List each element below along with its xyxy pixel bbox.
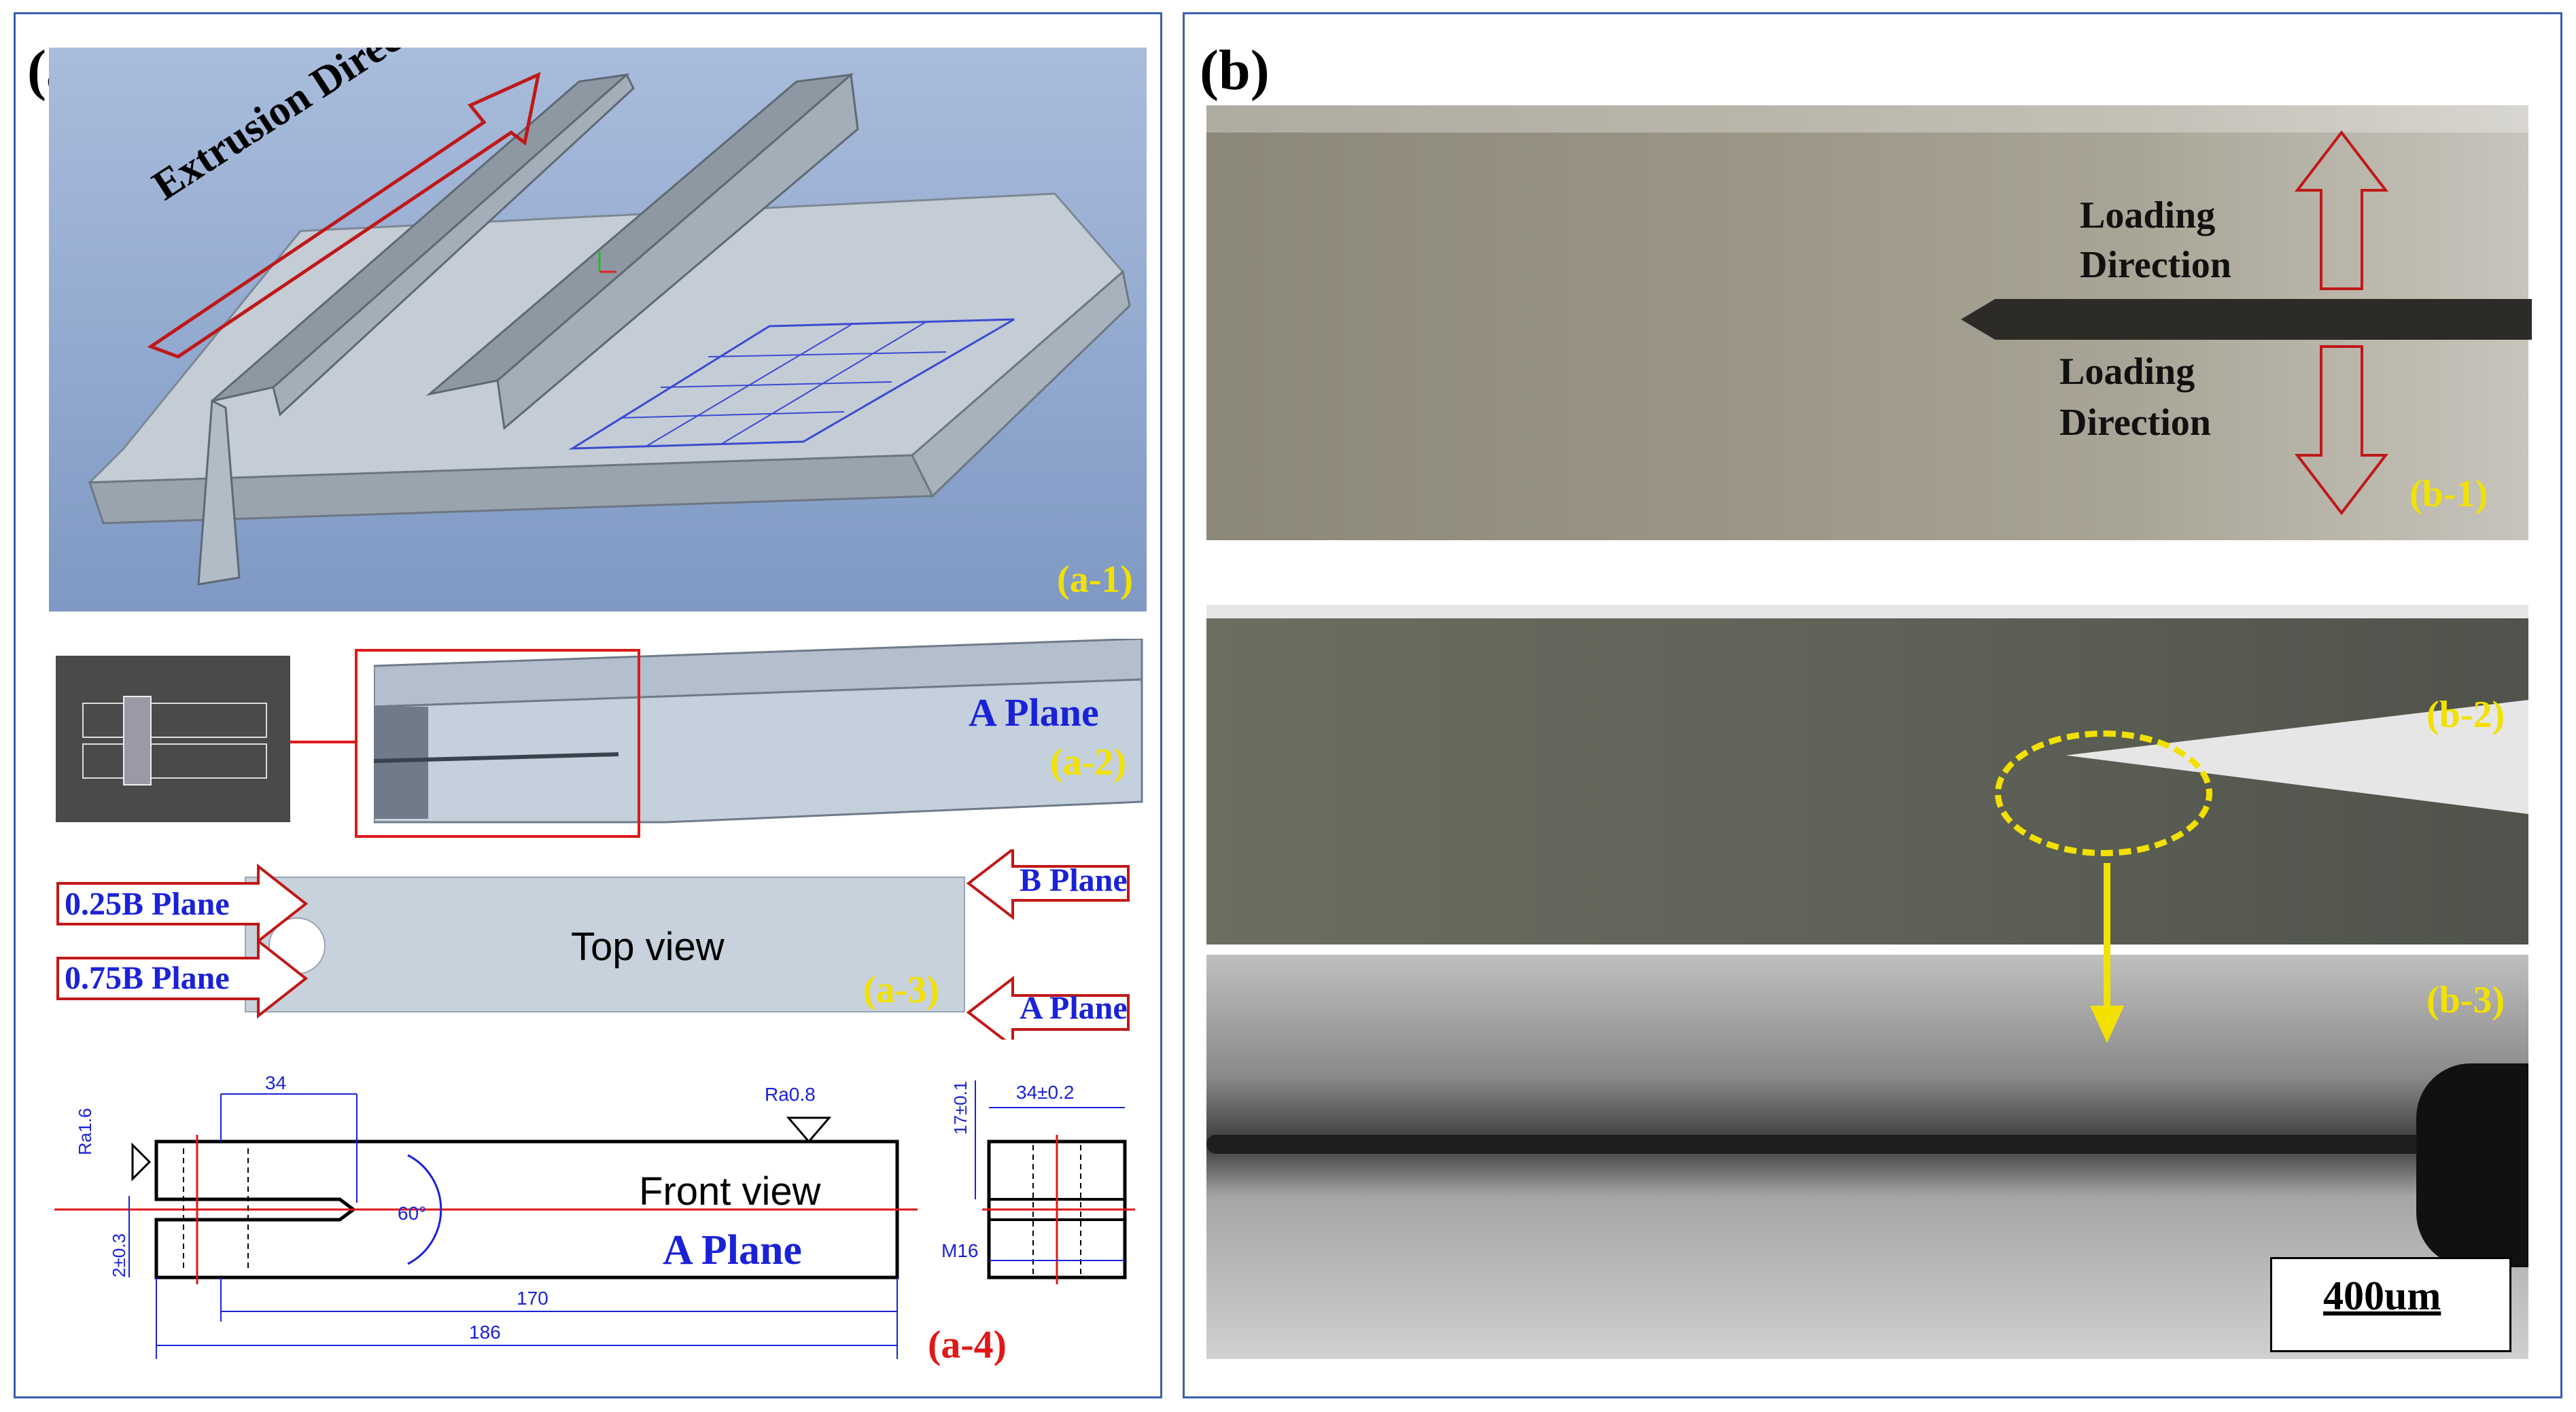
thumbnail-wireframe	[82, 696, 267, 786]
arrow-075b-text: 0.75B Plane	[65, 960, 230, 996]
dim-17: 17±0.1	[950, 1080, 971, 1135]
dim-ra16: Ra1.6	[75, 1108, 95, 1155]
dim-34: 34	[265, 1072, 287, 1093]
a4-plane-text: A Plane	[663, 1227, 802, 1273]
arrow-025b-text: 0.25B Plane	[65, 886, 230, 922]
label-a3: (a-3)	[863, 969, 939, 1011]
label-a4: (a-4)	[928, 1322, 1007, 1366]
dim-ra08: Ra0.8	[765, 1084, 816, 1105]
top-view-text: Top view	[571, 925, 725, 969]
label-b3: (b-3)	[2426, 979, 2505, 1021]
photo-b1-top-fade	[1206, 105, 2528, 133]
front-view-drawing	[54, 1080, 1135, 1359]
zoom-arrow	[2090, 863, 2124, 1043]
cad-render-a1: Extrusion Direction (a-1)	[49, 48, 1147, 612]
top-view-bar	[245, 877, 965, 1012]
loading-arrows	[2294, 130, 2389, 516]
dim-186: 186	[469, 1322, 501, 1343]
load-top-line1: Loading	[2080, 194, 2216, 236]
highlight-ellipse	[1995, 730, 2212, 856]
dim-2: 2±0.3	[109, 1233, 129, 1277]
notch-slit	[1961, 299, 2532, 340]
label-b1: (b-1)	[2409, 473, 2488, 515]
scale-bar-box: 400um	[2270, 1257, 2511, 1352]
photo-b2	[1206, 605, 2528, 945]
label-a1: (a-1)	[1057, 559, 1133, 601]
a2-plane-text: A Plane	[969, 690, 1099, 735]
load-bot-line2: Direction	[2059, 402, 2211, 444]
scale-bar-text: 400um	[2323, 1273, 2441, 1318]
specimen-3d-drawing	[374, 639, 1143, 824]
specimen-b2	[1206, 618, 2528, 945]
red-zoom-box	[355, 649, 640, 838]
load-top-line2: Direction	[2080, 244, 2231, 286]
dim-170: 170	[517, 1288, 549, 1309]
label-b2: (b-2)	[2426, 694, 2505, 736]
label-a2: (a-2)	[1050, 741, 1126, 783]
left-plane-arrows	[56, 863, 309, 1019]
dim-60: 60°	[398, 1203, 427, 1224]
right-plane-arrows	[966, 849, 1130, 1040]
arrow-a-plane-text: A Plane	[1020, 990, 1128, 1026]
extrusion-profile-drawing	[87, 71, 1131, 586]
dim-m16: M16	[941, 1240, 979, 1261]
load-bot-line1: Loading	[2059, 351, 2195, 393]
inset-thumbnail	[56, 656, 290, 822]
panel-b-label: (b)	[1200, 39, 1270, 102]
front-view-text: Front view	[639, 1169, 821, 1214]
panel-b-frame	[1183, 12, 2562, 1398]
arrow-b-plane-text: B Plane	[1020, 862, 1128, 898]
connector-line	[290, 741, 355, 743]
panel-a-frame	[14, 12, 1162, 1398]
dark-region	[2416, 1063, 2528, 1267]
crack-line	[1206, 1135, 2528, 1154]
dim-34b: 34±0.2	[1016, 1082, 1075, 1103]
